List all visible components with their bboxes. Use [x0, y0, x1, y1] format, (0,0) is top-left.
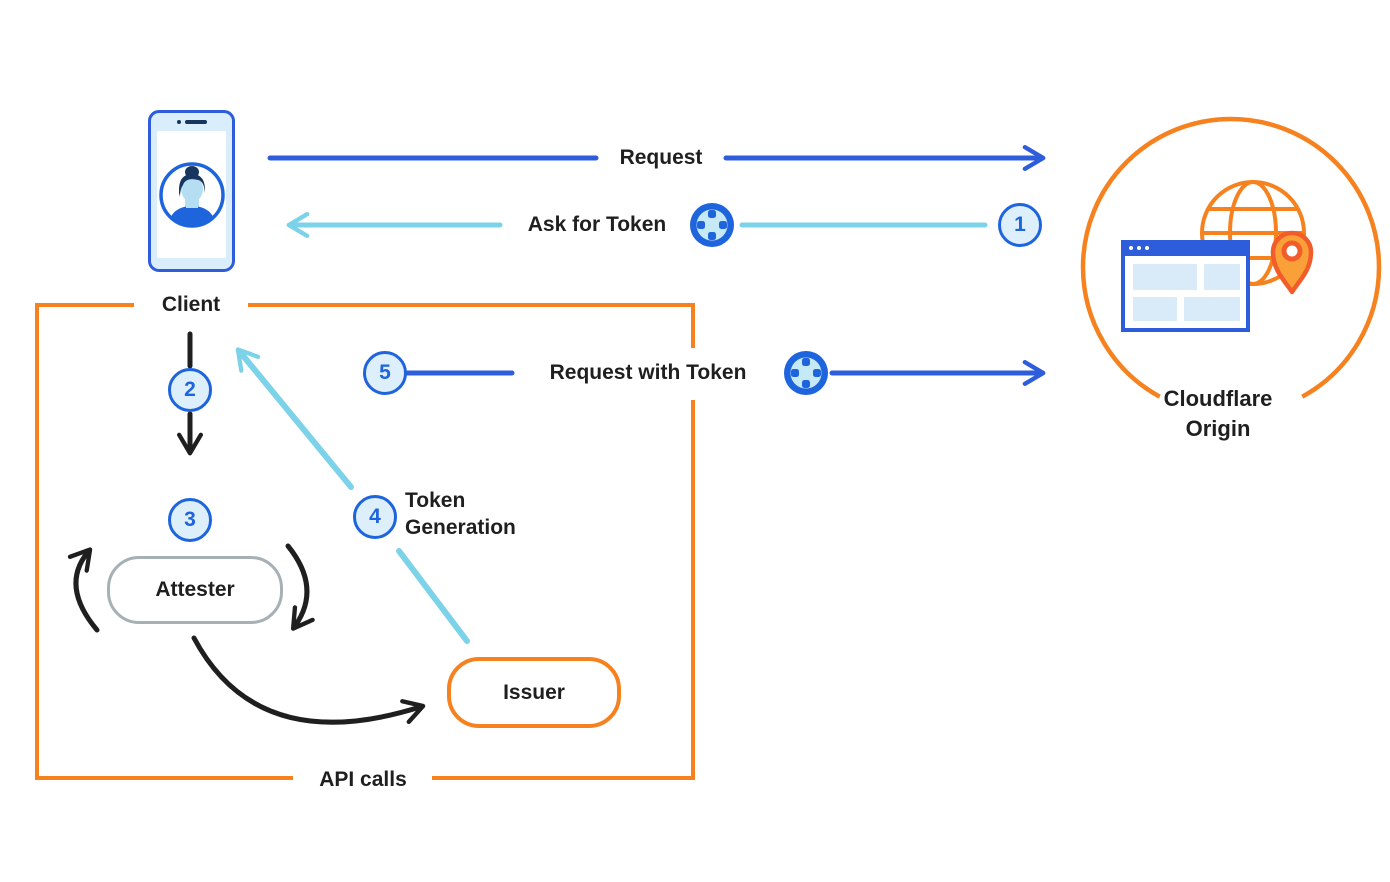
- browser-window-icon: [1121, 240, 1250, 332]
- token-icon: [783, 350, 829, 396]
- phone-screen: [157, 131, 226, 258]
- attester-label: Attester: [155, 578, 235, 601]
- user-avatar-icon: [158, 161, 225, 228]
- attester-node: Attester: [107, 556, 283, 624]
- client-label: Client: [153, 292, 229, 318]
- step-4-badge: 4: [353, 495, 397, 539]
- step-5-badge: 5: [363, 351, 407, 395]
- step-3-badge: 3: [168, 498, 212, 542]
- location-pin-icon: [1270, 230, 1314, 295]
- token-generation-label: Token Generation: [405, 489, 516, 539]
- origin-circle: [1080, 116, 1382, 418]
- token-generation-arrow: [235, 347, 470, 644]
- attester-to-issuer-arrow: [191, 635, 426, 725]
- ask-for-token-label: Ask for Token: [519, 212, 675, 238]
- request-label: Request: [611, 145, 711, 171]
- issuer-label: Issuer: [503, 680, 565, 704]
- cloudflare-origin-label: Cloudflare Origin: [1163, 386, 1273, 441]
- attester-loop-left-arrow: [67, 547, 100, 633]
- issuer-node: Issuer: [447, 657, 621, 728]
- phone-speaker: [151, 120, 232, 124]
- step-2-badge: 2: [168, 368, 212, 412]
- phone-camera-dot: [176, 120, 181, 124]
- step-1-badge: 1: [998, 203, 1042, 247]
- phone-speaker-bar: [184, 120, 207, 124]
- request-with-token-label: Request with Token: [541, 360, 755, 386]
- phone-icon: [148, 110, 235, 272]
- api-calls-box: [35, 303, 695, 780]
- cloudflare-origin-icon: [1080, 116, 1382, 418]
- token-icon: [689, 202, 735, 248]
- api-calls-label: API calls: [311, 767, 415, 793]
- attester-loop-right-arrow: [285, 543, 315, 631]
